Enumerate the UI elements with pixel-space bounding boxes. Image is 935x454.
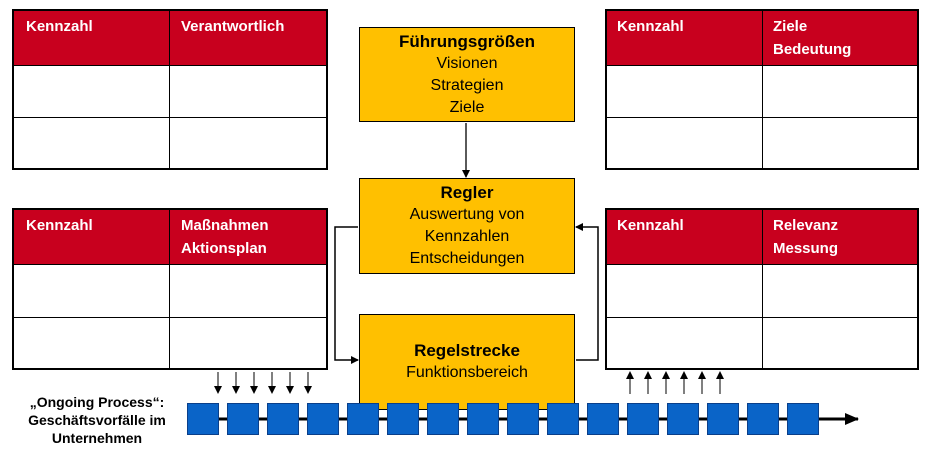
process-step xyxy=(227,403,259,435)
regelstrecke-box: Regelstrecke Funktionsbereich xyxy=(359,314,575,410)
box-title: Führungsgrößen xyxy=(399,32,535,51)
header-kennzahl: Kennzahl xyxy=(26,18,93,35)
process-step xyxy=(547,403,579,435)
process-step xyxy=(587,403,619,435)
header-relevanz-messung: Relevanz Messung xyxy=(773,217,839,257)
process-step xyxy=(667,403,699,435)
header-verantwortlich: Verantwortlich xyxy=(181,18,285,35)
table-top-right: Kennzahl Ziele Bedeutung xyxy=(605,9,919,170)
table-top-left: Kennzahl Verantwortlich xyxy=(12,9,328,170)
arrow-regelstrecke-to-regler xyxy=(575,223,599,361)
box-line: Auswertung von xyxy=(409,206,525,223)
process-step xyxy=(507,403,539,435)
header-kennzahl: Kennzahl xyxy=(617,217,684,234)
process-step xyxy=(747,403,779,435)
process-step xyxy=(387,403,419,435)
process-step xyxy=(427,403,459,435)
up-arrows xyxy=(626,371,724,394)
table-header xyxy=(14,210,326,264)
regler-box: Regler Auswertung von Kennzahlen Entsche… xyxy=(359,178,575,274)
process-step xyxy=(307,403,339,435)
header-massnahmen-aktionsplan: Maßnahmen Aktionsplan xyxy=(181,217,269,257)
box-line: Funktionsbereich xyxy=(406,364,528,381)
ongoing-process-label: „Ongoing Process“: Geschäftsvorfälle im … xyxy=(28,394,166,446)
table-bottom-left: Kennzahl Maßnahmen Aktionsplan xyxy=(12,208,328,370)
arrow-regler-to-regelstrecke xyxy=(334,226,359,364)
box-line: Visionen xyxy=(436,55,498,72)
box-line: Entscheidungen xyxy=(409,250,525,267)
box-line: Kennzahlen xyxy=(424,228,510,245)
process-step xyxy=(467,403,499,435)
process-step xyxy=(187,403,219,435)
header-ziele-bedeutung: Ziele Bedeutung xyxy=(773,18,852,58)
header-kennzahl: Kennzahl xyxy=(617,18,684,35)
process-step xyxy=(787,403,819,435)
process-step xyxy=(707,403,739,435)
fuehrungsgroessen-box: Führungsgrößen Visionen Strategien Ziele xyxy=(359,27,575,122)
box-title: Regler xyxy=(440,183,494,202)
process-step xyxy=(267,403,299,435)
down-arrows xyxy=(214,372,312,394)
box-line: Strategien xyxy=(430,77,504,94)
process-step xyxy=(347,403,379,435)
header-kennzahl: Kennzahl xyxy=(26,217,93,234)
box-line: Ziele xyxy=(449,99,485,116)
table-bottom-right: Kennzahl Relevanz Messung xyxy=(605,208,919,370)
box-title: Regelstrecke xyxy=(414,341,520,360)
process-step xyxy=(627,403,659,435)
table-header xyxy=(14,11,326,65)
